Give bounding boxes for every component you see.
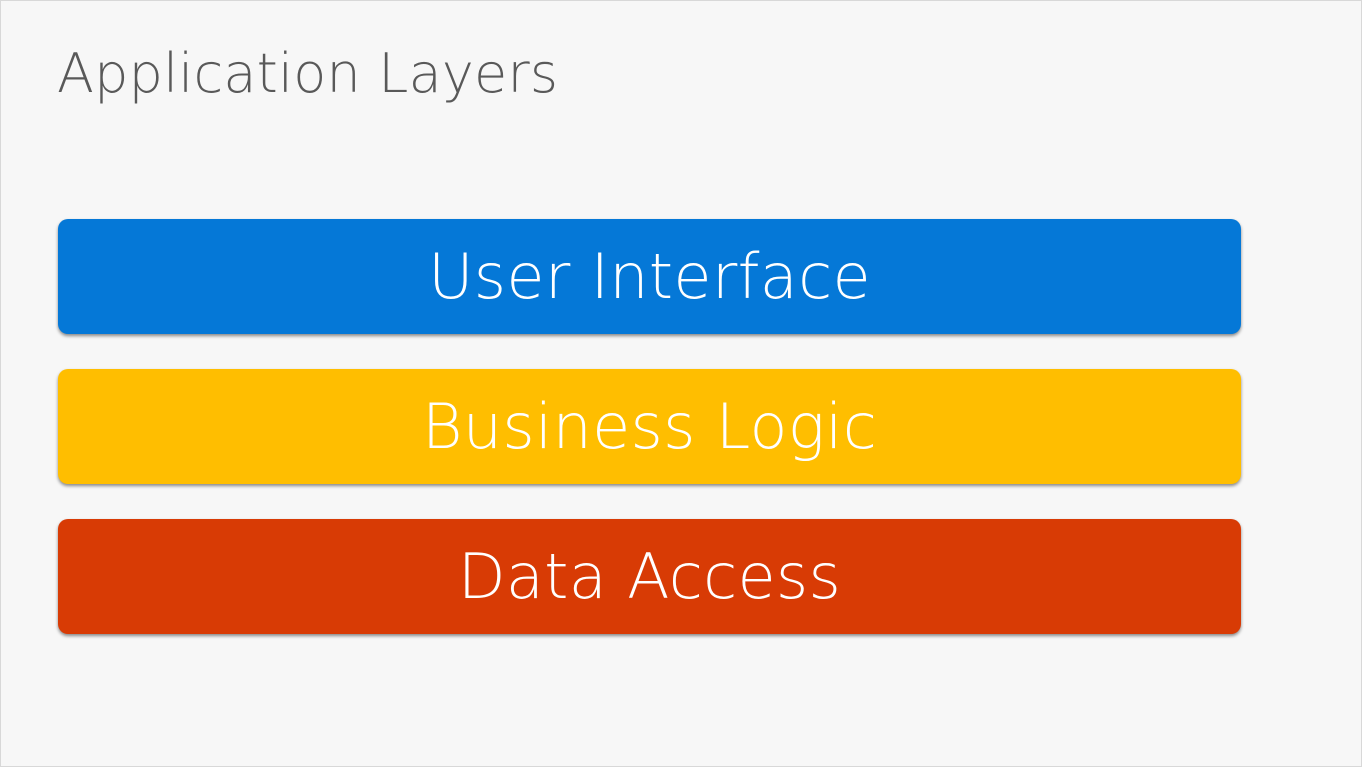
layer-bar-business-logic[interactable]: Business Logic — [58, 369, 1241, 484]
layer-bar-data-access[interactable]: Data Access — [58, 519, 1241, 634]
layer-bar-user-interface[interactable]: User Interface — [58, 219, 1241, 334]
layer-label-data-access: Data Access — [457, 539, 842, 613]
page-title: Application Layers — [57, 42, 559, 105]
layer-label-user-interface: User Interface — [428, 239, 871, 313]
layer-label-business-logic: Business Logic — [421, 389, 878, 463]
layer-stack: User Interface Business Logic Data Acces… — [58, 219, 1241, 634]
